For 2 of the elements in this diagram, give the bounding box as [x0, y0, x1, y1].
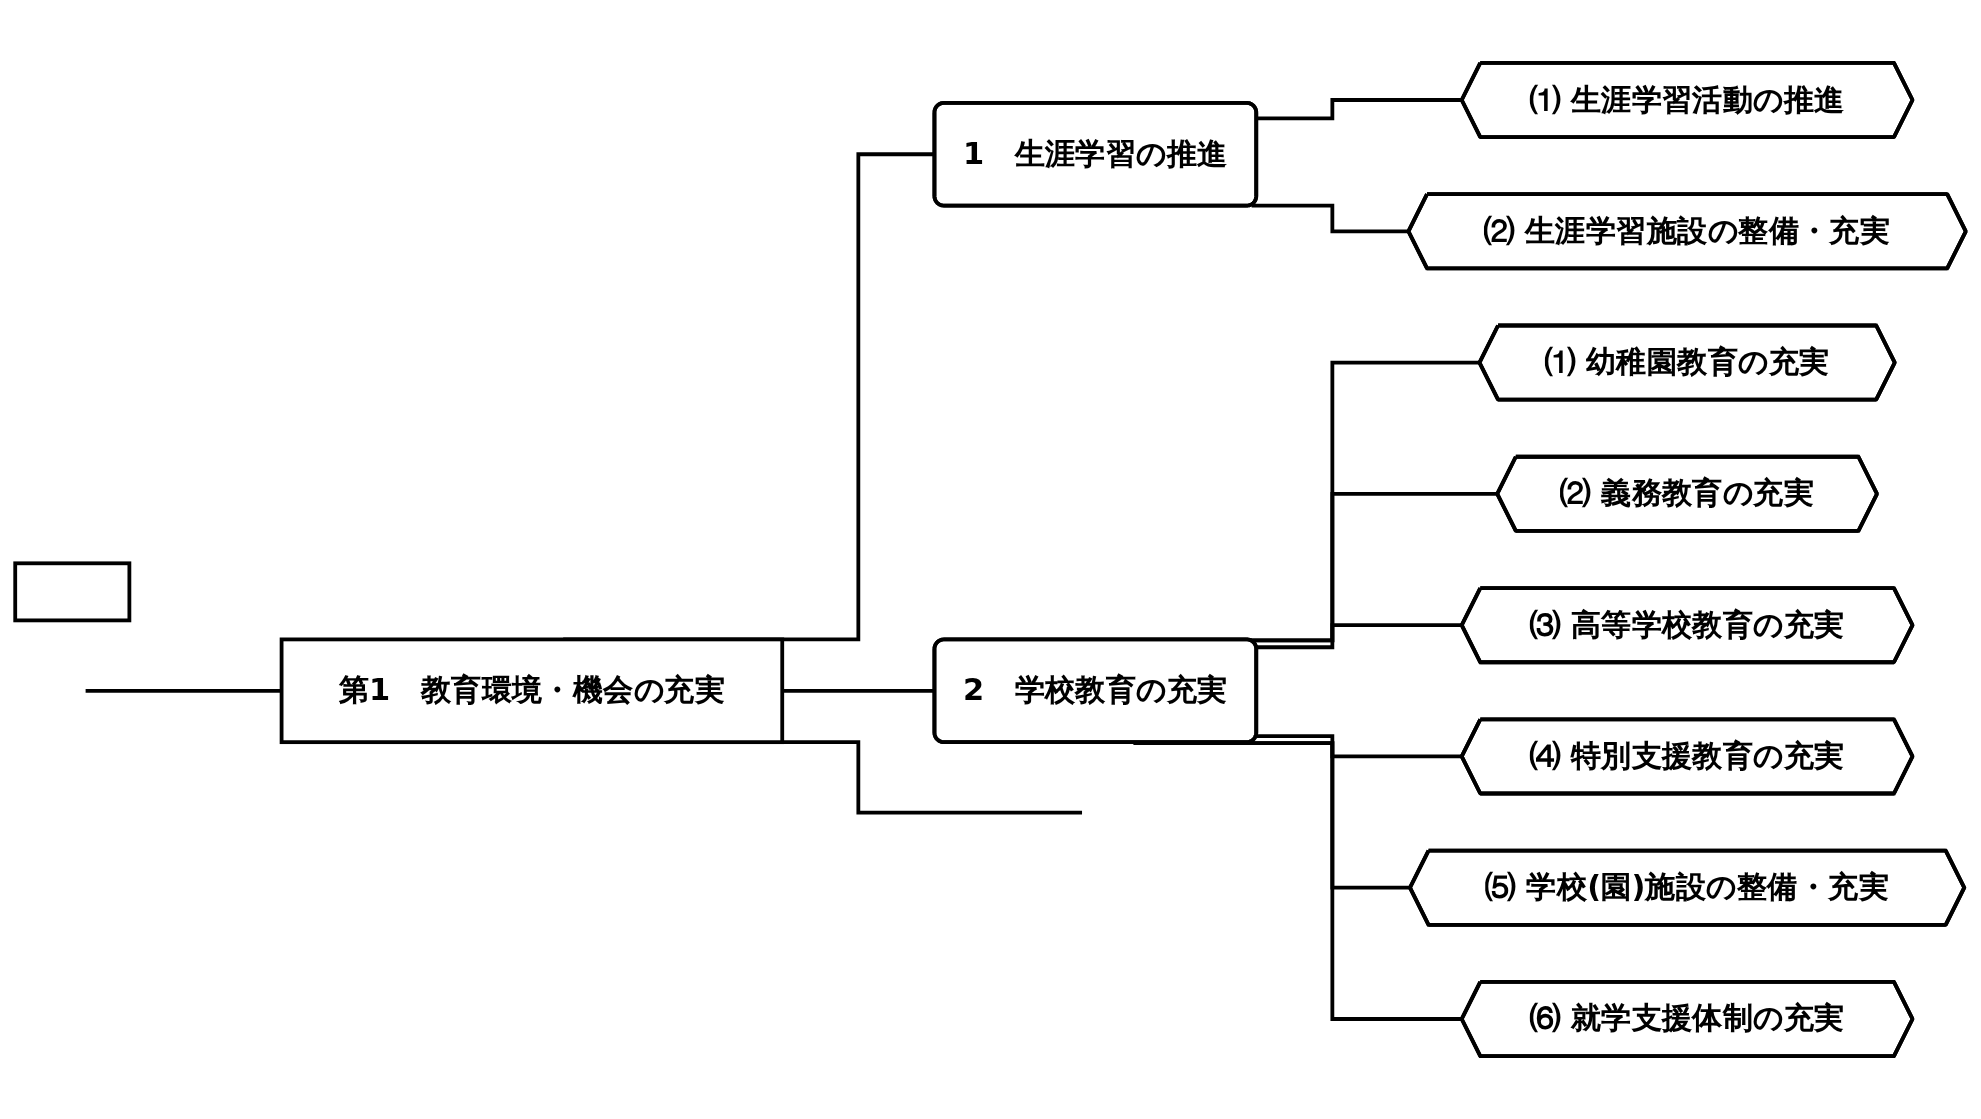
node-box: 第1 教育環境・機会の充実	[279, 637, 785, 745]
node-box	[13, 561, 132, 623]
